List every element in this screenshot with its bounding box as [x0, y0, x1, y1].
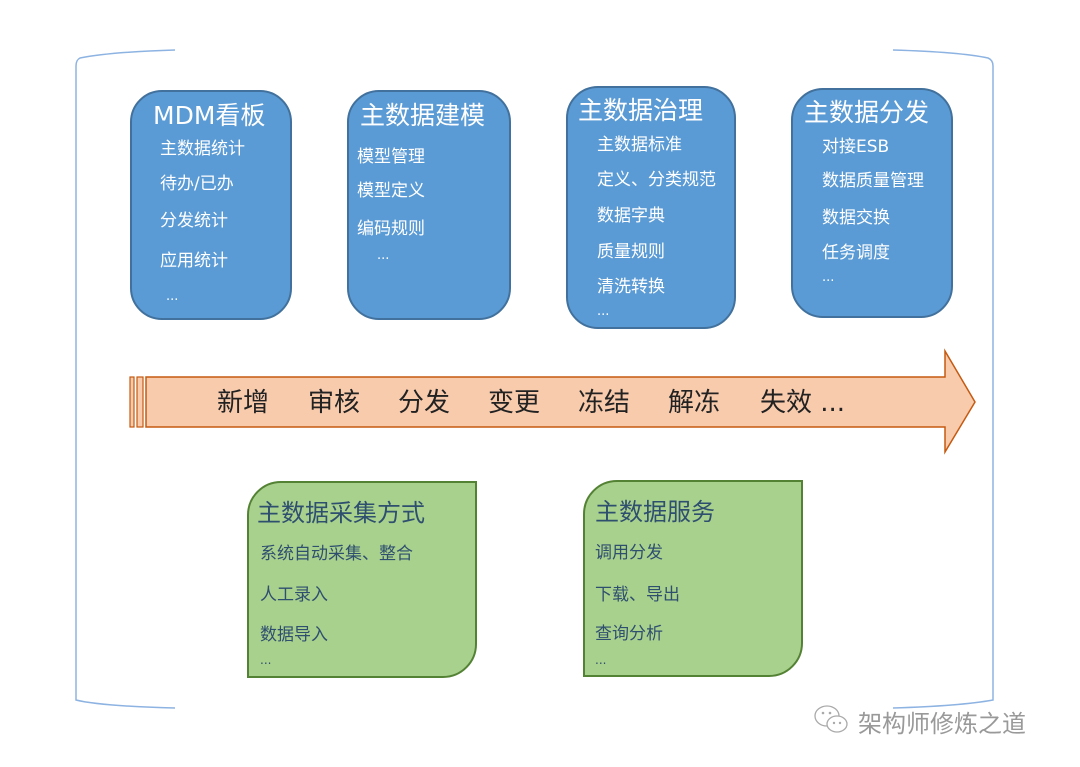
- list-item: 应用统计: [160, 251, 228, 271]
- data-governance-box: [566, 86, 736, 329]
- data-service-box: [583, 480, 803, 677]
- list-item: 调用分发: [595, 543, 663, 563]
- list-item: 数据字典: [597, 206, 665, 226]
- list-item: ...: [377, 248, 390, 263]
- list-item: 主数据标准: [597, 135, 682, 155]
- list-item: ...: [597, 304, 610, 319]
- list-item: ...: [260, 653, 272, 667]
- list-item: 模型定义: [357, 181, 425, 201]
- lifecycle-step: 分发: [398, 388, 451, 418]
- data-collection-box: [247, 481, 477, 678]
- list-item: ...: [166, 289, 179, 304]
- box-title: 主数据服务: [595, 498, 715, 526]
- list-item: 查询分析: [595, 624, 663, 644]
- list-item: 数据质量管理: [822, 171, 924, 191]
- list-item: 对接ESB: [822, 137, 890, 157]
- list-item: 待办/已办: [160, 174, 234, 194]
- lifecycle-step: 新增: [217, 388, 270, 418]
- box-title: 主数据治理: [578, 96, 704, 125]
- box-title: 主数据建模: [360, 101, 486, 130]
- watermark-text: 架构师修炼之道: [858, 710, 1026, 738]
- list-item: ...: [822, 270, 835, 285]
- data-modeling-box: [347, 90, 511, 320]
- mdm-dashboard-box: [130, 90, 292, 320]
- list-item: 清洗转换: [597, 277, 665, 297]
- list-item: 人工录入: [260, 585, 328, 605]
- list-item: 主数据统计: [160, 139, 245, 159]
- list-item: 系统自动采集、整合: [260, 544, 413, 564]
- list-item: 分发统计: [160, 211, 228, 231]
- data-distribution-box: [791, 88, 953, 318]
- lifecycle-step: 审核: [308, 388, 361, 418]
- list-item: 编码规则: [357, 219, 425, 239]
- list-item: 模型管理: [357, 147, 425, 167]
- box-title: 主数据分发: [804, 98, 930, 127]
- list-item: 任务调度: [822, 243, 890, 263]
- list-item: ...: [595, 653, 607, 667]
- list-item: 数据交换: [822, 208, 890, 228]
- lifecycle-step: 变更: [488, 388, 541, 418]
- wechat-icon: [814, 705, 848, 733]
- list-item: 下载、导出: [595, 585, 680, 605]
- box-title: 主数据采集方式: [257, 499, 425, 527]
- list-item: 定义、分类规范: [597, 170, 716, 190]
- list-item: 质量规则: [597, 242, 665, 262]
- lifecycle-step: 冻结: [578, 388, 631, 418]
- lifecycle-step: 失效 ...: [760, 388, 846, 418]
- list-item: 数据导入: [260, 625, 328, 645]
- lifecycle-step: 解冻: [668, 388, 721, 418]
- box-title: MDM看板: [153, 101, 266, 130]
